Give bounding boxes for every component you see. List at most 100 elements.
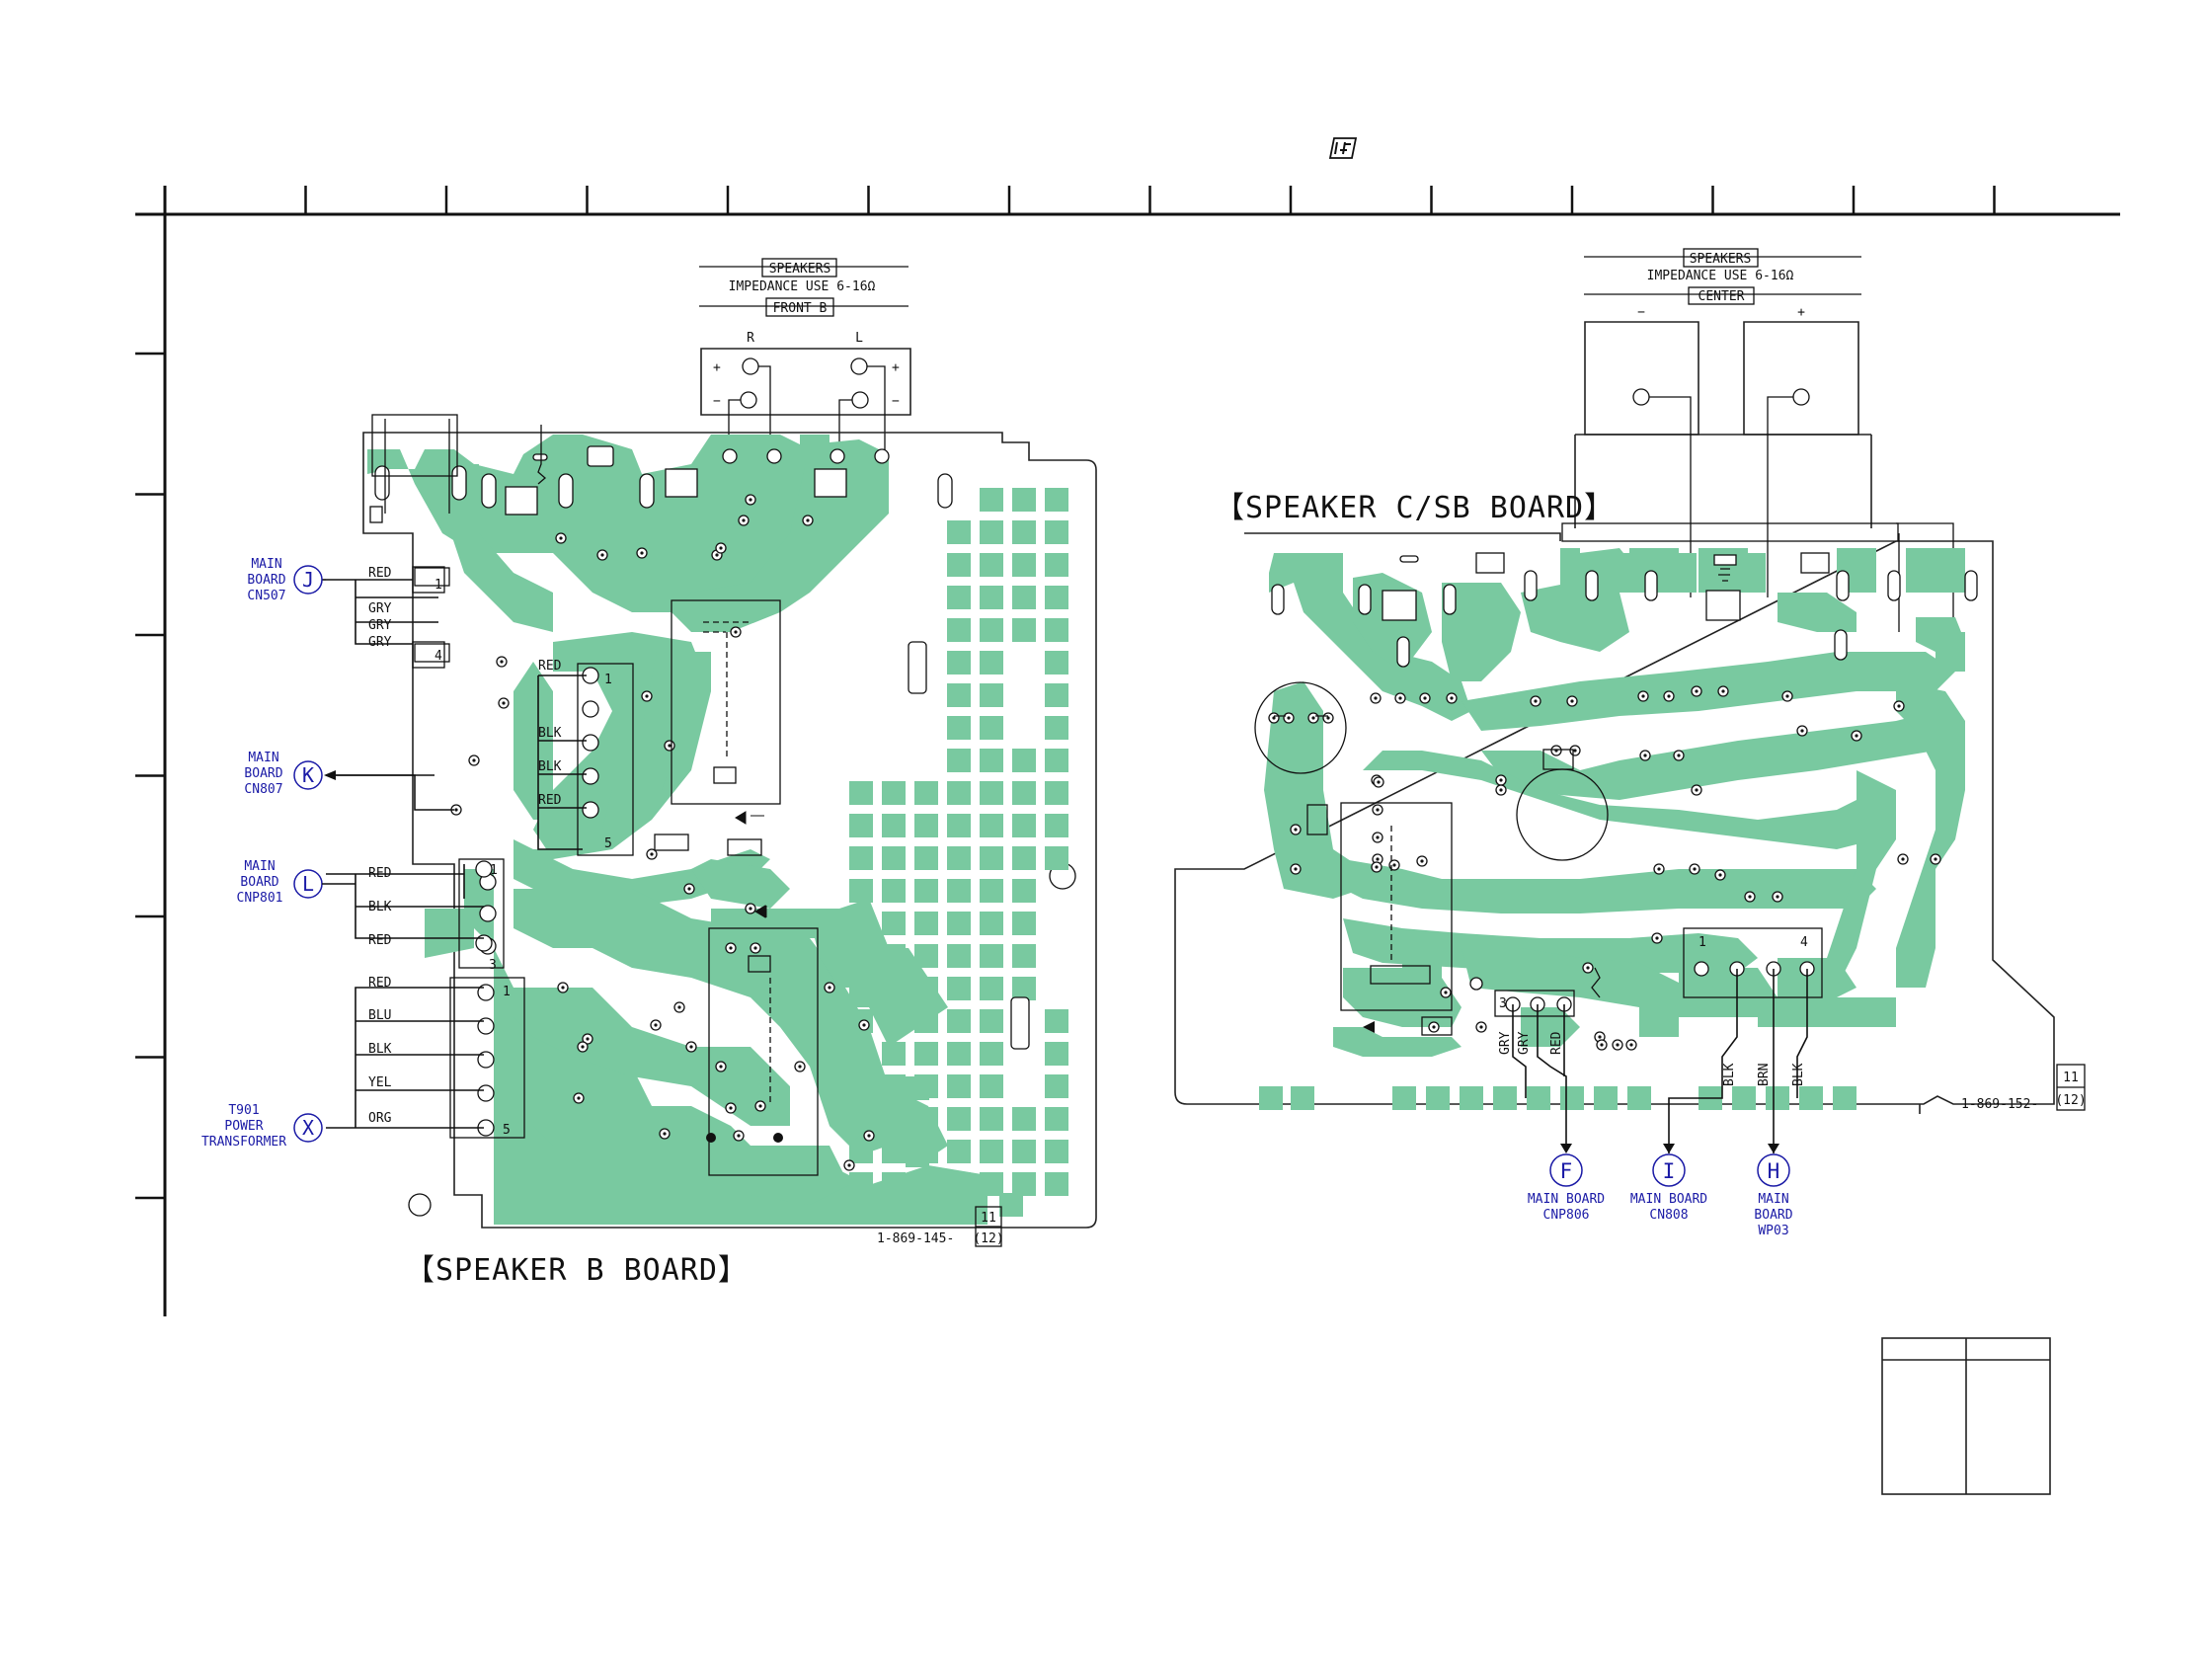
via-dot [862,1023,866,1027]
speaker-b-pin-5-x: 5 [503,1123,511,1138]
copper-pad [1906,553,1934,593]
copper-pad [882,1140,906,1163]
speaker-b-pin-1-inner: 1 [604,673,612,687]
via-dot [1655,936,1659,940]
copper-pad [1527,1086,1550,1110]
via-dot [1392,863,1396,867]
copper-pad [1012,944,1036,968]
via-dot [1748,895,1752,899]
copper-pad [947,846,971,870]
copper-pad [914,944,938,968]
copper-pad [882,944,906,968]
copper-pad [882,814,906,837]
copper-pad [882,1009,906,1033]
copper-pad [914,1009,938,1033]
copper-pad [849,1074,873,1098]
copper-pad [882,1074,906,1098]
copper-pad [947,814,971,837]
via-dot [1657,867,1661,871]
via-dot [1800,729,1804,733]
wire-csb-blk-1: BLK [1722,1063,1737,1086]
copper-pad [849,879,873,903]
speaker-csb-copper [1264,548,1965,1057]
copper-pad [906,1177,929,1201]
via-dot [1598,1035,1602,1039]
copper-pad [980,1042,1003,1066]
via-dot [1398,696,1402,700]
copper-pad [1045,488,1068,512]
connector-i-line2: CN808 [1649,1208,1688,1223]
via-dot [1721,689,1725,693]
speaker-csb-pin-3: 3 [1499,996,1507,1011]
connector-h-line3: WP03 [1758,1224,1788,1238]
copper-pad [980,846,1003,870]
via-dot [1376,808,1380,812]
copper-pad [1045,1074,1068,1098]
wire-inner-4: RED [538,793,562,808]
speaker-csb-minus: − [1637,305,1645,320]
copper-pad [980,977,1003,1000]
copper-pad [980,488,1003,512]
connector-j-line1: MAIN [251,557,281,572]
copper-pad [1045,651,1068,675]
via-dot [719,1065,723,1069]
connector-i-letter: I [1663,1159,1676,1183]
copper-pad [1045,1172,1068,1196]
speaker-csb-board: SPEAKERS IMPEDANCE USE 6-16Ω CENTER − + [1174,248,2087,1238]
copper-pad [947,912,971,935]
speaker-b-pin-4-j: 4 [434,649,442,664]
speaker-b-index-bottom: (12) [973,1231,1003,1246]
copper-pad [1833,1086,1856,1110]
copper-pad [1392,1086,1416,1110]
copper-pad [849,912,873,935]
copper-pad [980,716,1003,740]
speaker-b-external-connectors: J MAIN BOARD CN507 K MAIN BOARD CN807 L … [201,557,434,1150]
speaker-csb-index-bottom: (12) [2055,1093,2086,1108]
copper-pad [914,781,938,805]
copper-pad [1045,749,1068,772]
connector-pin [1694,961,1709,977]
lf-logo-icon [1328,137,1358,159]
connector-l: L MAIN BOARD CNP801 [237,859,356,906]
connector-i: I MAIN BOARD CN808 [1630,1153,1707,1223]
via-dot [1376,835,1380,839]
via-dot [1718,873,1722,877]
via-dot [500,660,504,664]
wire-l-2: BLK [368,900,392,914]
copper-pad [1045,1140,1068,1163]
speaker-b-speakers-label: SPEAKERS [769,262,831,277]
copper-pad [882,1172,906,1196]
copper-pad [1045,814,1068,837]
copper-pad [849,944,873,968]
copper-pad [1012,586,1036,609]
via-dot [867,1134,871,1138]
connector-f-letter: F [1560,1159,1573,1183]
wire-x-2: BLU [368,1008,391,1023]
via-dot [1420,859,1424,863]
speaker-b-wiring [326,579,587,1129]
empty-legend-table [1881,1337,2051,1495]
via-dot [1534,699,1538,703]
copper-pad [1012,618,1036,642]
via-dot [645,694,649,698]
copper-pad [1738,553,1766,593]
via-dot [1677,754,1681,757]
connector-pin [582,801,599,819]
copper-pad [849,781,873,805]
connector-j: J MAIN BOARD CN507 [247,557,326,603]
connector-k-line2: BOARD [244,766,282,781]
via-dot [1785,694,1789,698]
copper-pad [947,1140,971,1163]
speaker-csb-wiring [1512,969,1808,1153]
copper-pad [947,781,971,805]
wire-x-3: BLK [368,1042,392,1057]
connector-f-line1: MAIN BOARD [1528,1192,1605,1207]
connector-x-line3: TRANSFORMER [201,1135,286,1150]
speaker-b-board-outline [362,432,1097,1229]
connector-l-line3: CNP801 [237,891,283,906]
copper-pad [1045,716,1068,740]
connector-h: H MAIN BOARD WP03 [1754,1153,1793,1238]
speaker-csb-plus: + [1797,305,1805,320]
via-dot [1695,788,1698,792]
